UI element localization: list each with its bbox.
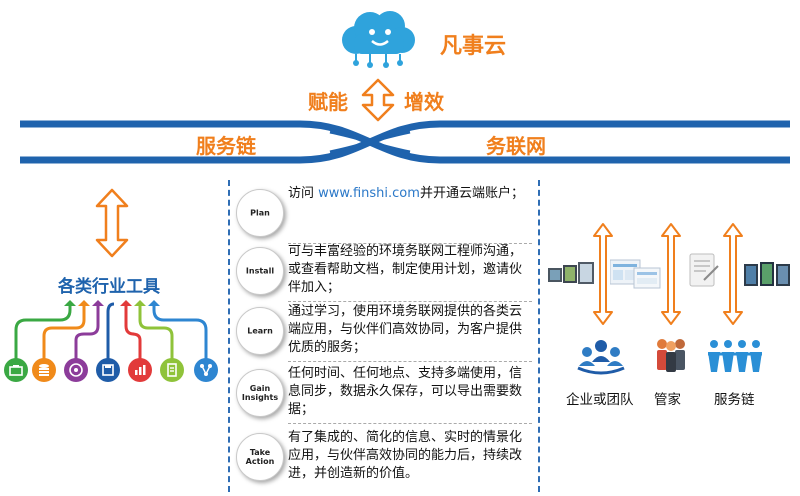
- step-text: 任何时间、任何地点、支持多端使用，信息同步，数据永久保存，可以导出需要数据；: [288, 366, 523, 417]
- team-group-icon: [577, 340, 625, 375]
- step-badge-label: Install: [245, 266, 275, 276]
- double-arrow-left-icon: [95, 188, 129, 258]
- step-separator: [288, 243, 532, 244]
- center-right-divider: [538, 180, 540, 492]
- database-icon: [32, 358, 56, 382]
- service-chain-label: 服务链: [196, 134, 256, 158]
- double-arrow-steward-icon: [661, 223, 681, 325]
- service-network-label: 务联网: [486, 134, 546, 158]
- step-badge-label: Gain Insights: [241, 384, 279, 402]
- clipboard-icon: [160, 358, 184, 382]
- cloud-logo-icon: [342, 11, 415, 68]
- step-badge: Plan: [236, 189, 284, 237]
- mobile-screens-image: [548, 262, 594, 284]
- step-separator: [288, 423, 532, 424]
- step-take-action: Take Action 有了集成的、简化的信息、实时的情景化应用，与伙伴高效协同…: [232, 428, 532, 486]
- website-link[interactable]: www.finshi.com: [318, 186, 420, 201]
- step-text: 通过学习，使用环境务联网提供的各类云端应用，与伙伴们高效协同，为客户提供优质的服…: [288, 304, 523, 355]
- double-arrow-vertical-icon: [361, 78, 395, 122]
- step-badge-label: Learn: [247, 326, 273, 336]
- toolbox-icon: [4, 358, 28, 382]
- crossing-band: [20, 120, 790, 164]
- step-badge: Install: [236, 247, 284, 295]
- brand-title: 凡事云: [440, 34, 507, 59]
- step-badge-label: Plan: [250, 208, 270, 218]
- step-prefix: 访问: [288, 186, 319, 201]
- step-text: 有了集成的、简化的信息、实时的情景化应用，与伙伴高效协同的能力后，持续改进，并创…: [288, 430, 523, 481]
- mobile-app-screens-image: [744, 262, 790, 286]
- double-arrow-servicechain-icon: [723, 223, 743, 325]
- stewards-icon: [657, 339, 685, 372]
- network-icon: [194, 358, 218, 382]
- industry-tools-title: 各类行业工具: [58, 277, 160, 297]
- service-chain-people-icon: [708, 340, 762, 372]
- step-badge: Gain Insights: [236, 369, 284, 417]
- step-gain-insights: Gain Insights 任何时间、任何地点、支持多端使用，信息同步，数据永久…: [232, 364, 532, 424]
- double-arrow-enterprise-icon: [593, 223, 613, 325]
- step-plan: Plan 访问 www.finshi.com并开通云端账户；: [232, 184, 532, 244]
- step-text: 可与丰富经验的环境务联网工程师沟通，或查看帮助文档，制定使用计划，邀请伙伴加入；: [288, 244, 523, 295]
- step-install: Install 可与丰富经验的环境务联网工程师沟通，或查看帮助文档，制定使用计划…: [232, 242, 532, 302]
- step-learn: Learn 通过学习，使用环境务联网提供的各类云端应用，与伙伴们高效协同，为客户…: [232, 302, 532, 362]
- step-separator: [288, 301, 532, 302]
- bar-chart-icon: [128, 358, 152, 382]
- target-icon: [64, 358, 88, 382]
- step-badge: Take Action: [236, 433, 284, 481]
- save-icon: [96, 358, 120, 382]
- tool-icons-row: [0, 358, 230, 388]
- step-badge-label: Take Action: [245, 448, 275, 466]
- role-steward-label: 管家: [654, 392, 681, 408]
- step-separator: [288, 361, 532, 362]
- role-enterprise-label: 企业或团队: [566, 392, 634, 408]
- step-rest: 并开通云端账户；: [419, 186, 524, 201]
- center-left-divider: [228, 180, 230, 492]
- step-badge: Learn: [236, 307, 284, 355]
- tablet-document-image: [689, 253, 719, 287]
- efficiency-label: 增效: [404, 90, 444, 114]
- step-text: 访问 www.finshi.com并开通云端账户；: [288, 185, 532, 203]
- empower-label: 赋能: [308, 90, 348, 114]
- tool-connector-lines: [14, 300, 208, 360]
- role-servicechain-label: 服务链: [714, 392, 755, 408]
- web-dashboard-image: [610, 259, 661, 289]
